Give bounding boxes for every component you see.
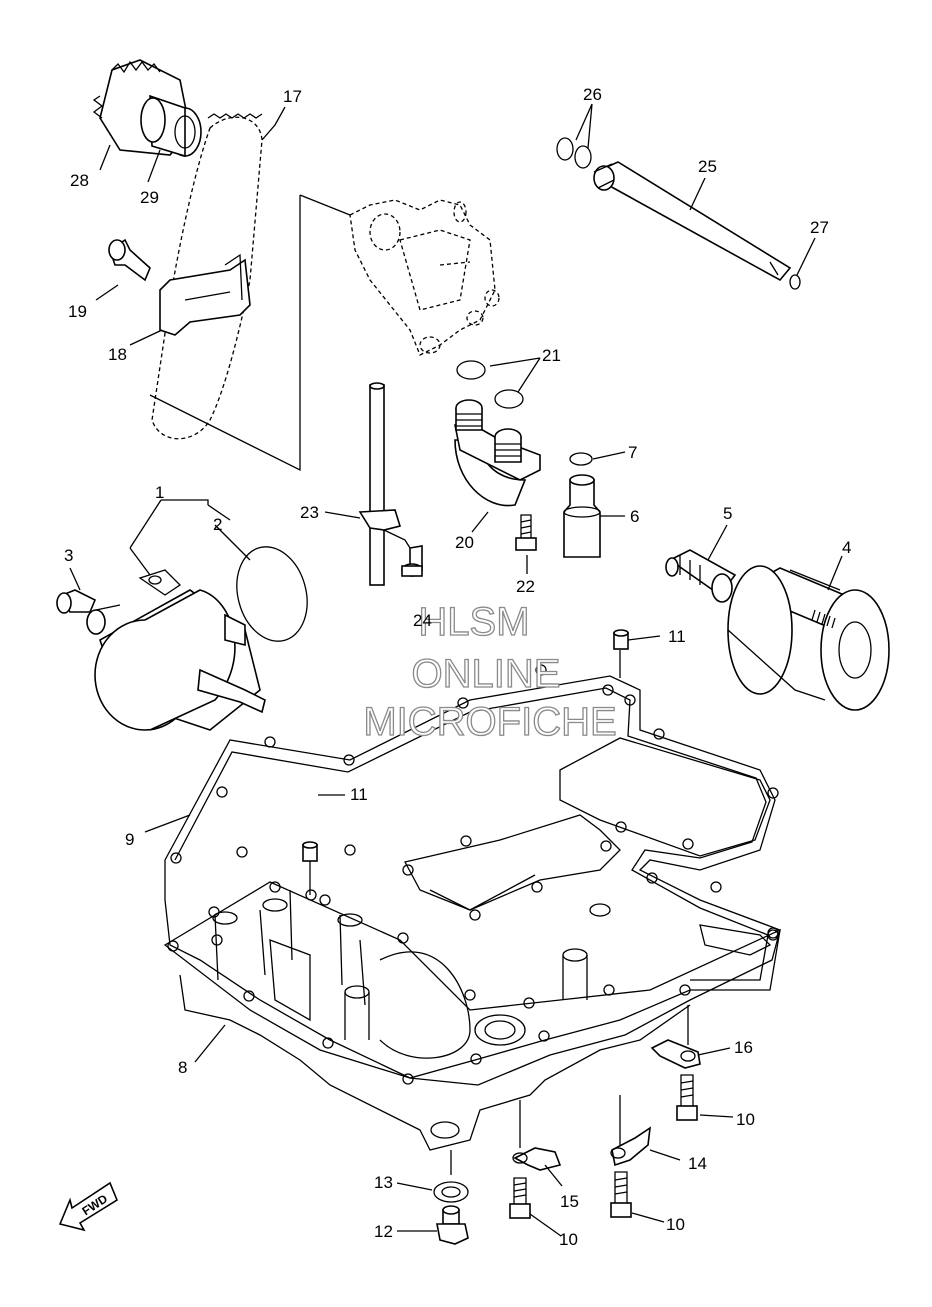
callout-12: 12 — [374, 1222, 393, 1241]
oil-cooler-gasket — [236, 546, 308, 642]
callout-11-mid: 11 — [350, 785, 368, 804]
bolt-10d — [610, 1171, 632, 1218]
watermark-line-3: MICROFICHE — [363, 700, 616, 744]
o-ring-21a — [456, 360, 486, 380]
oil-pump-assembly — [349, 199, 500, 356]
oil-filter-union — [665, 549, 737, 603]
callout-6: 6 — [630, 507, 639, 526]
callout-1: 1 — [155, 483, 164, 502]
watermark-line-1: HLSM — [418, 600, 529, 644]
oil-pump-chain — [151, 116, 263, 440]
clamp-14 — [610, 1126, 651, 1167]
clamp-16 — [650, 1039, 701, 1069]
o-ring-21b — [494, 389, 524, 409]
callout-22: 22 — [516, 577, 535, 596]
callout-25: 25 — [698, 157, 717, 176]
bolt-19 — [108, 238, 151, 282]
union-bolt-6 — [563, 474, 601, 558]
callout-numbers: 17 28 29 19 18 26 25 27 21 7 6 20 22 23 … — [64, 85, 851, 1249]
watermark: HLSM ONLINE MICROFICHE — [363, 599, 618, 744]
oil-filter — [727, 565, 890, 711]
callout-13: 13 — [374, 1173, 393, 1192]
forward-direction-arrow: FWD — [58, 1181, 118, 1232]
callout-23: 23 — [300, 503, 319, 522]
dowel-pin-11b — [302, 841, 318, 862]
callout-17: 17 — [283, 87, 302, 106]
oil-pipe — [454, 399, 541, 507]
callout-14: 14 — [688, 1154, 707, 1173]
callout-4: 4 — [842, 538, 851, 557]
bolt-3 — [56, 589, 97, 614]
drain-bolt-12 — [436, 1205, 469, 1245]
callout-29: 29 — [140, 188, 159, 207]
callout-8: 8 — [178, 1058, 187, 1077]
oil-delivery-pipe — [593, 161, 792, 282]
oil-cooler — [86, 569, 266, 731]
callout-10-bottom-mid: 10 — [559, 1230, 578, 1249]
callout-27: 27 — [810, 218, 829, 237]
leader-lines — [69, 103, 843, 1237]
bolt-22 — [515, 514, 537, 551]
callout-3: 3 — [64, 546, 73, 565]
callout-28: 28 — [70, 171, 89, 190]
callout-10-bottom-right: 10 — [666, 1215, 685, 1234]
callout-9: 9 — [125, 830, 134, 849]
oil-pan-gasket — [164, 675, 781, 1079]
o-ring-26b — [574, 145, 592, 169]
gasket-bolt-holes — [170, 664, 779, 944]
callout-10-right: 10 — [736, 1110, 755, 1129]
callout-26: 26 — [583, 85, 602, 104]
callout-18: 18 — [108, 345, 127, 364]
o-ring-26a — [556, 137, 574, 161]
oil-pan — [163, 881, 781, 1151]
o-ring-7 — [569, 452, 593, 466]
o-ring-27 — [789, 274, 801, 290]
dowel-pin-11a — [613, 629, 629, 650]
callout-2: 2 — [213, 515, 222, 534]
bearing — [140, 94, 202, 158]
bolt-24 — [401, 545, 423, 577]
bolt-10c — [509, 1177, 531, 1219]
callout-7: 7 — [628, 443, 637, 462]
watermark-line-2: ONLINE — [412, 652, 561, 696]
clamp-15 — [512, 1147, 562, 1171]
callout-5: 5 — [723, 504, 732, 523]
gasket-13 — [433, 1181, 469, 1203]
chain-guide — [159, 253, 251, 336]
oil-level-rod — [358, 382, 402, 586]
bolt-10a — [676, 1074, 698, 1121]
callout-15: 15 — [560, 1192, 579, 1211]
callout-24: 24 — [413, 611, 432, 630]
callout-20: 20 — [455, 533, 474, 552]
callout-16: 16 — [734, 1038, 753, 1057]
callout-21: 21 — [542, 346, 561, 365]
callout-19: 19 — [68, 302, 87, 321]
callout-11-top: 11 — [668, 627, 686, 646]
